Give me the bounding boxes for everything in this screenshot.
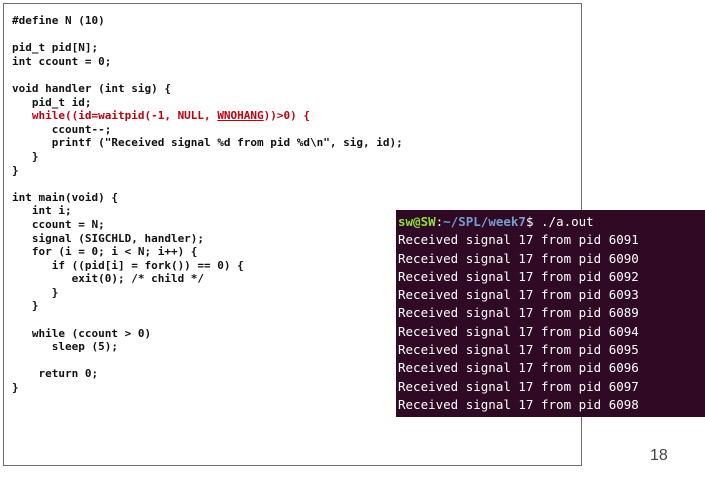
terminal-window: sw@SW:~/SPL/week7$ ./a.out Received sign… xyxy=(396,210,705,417)
code-line: signal (SIGCHLD, handler); xyxy=(12,231,205,245)
code-line: ccount--; xyxy=(12,122,112,136)
code-line: } xyxy=(12,381,19,395)
code-line: #define N (10) xyxy=(12,14,105,27)
prompt-separator: : xyxy=(435,214,444,229)
code-line: } xyxy=(12,163,19,177)
terminal-output-line: Received signal 17 from pid 6097 xyxy=(398,378,639,394)
code-line: sleep (5); xyxy=(12,340,118,354)
prompt-user: sw@SW xyxy=(398,214,436,229)
code-line: while (ccount > 0) xyxy=(12,326,152,340)
code-line: return 0; xyxy=(12,367,99,381)
code-line: } xyxy=(12,285,59,299)
code-highlight-before: while((id=waitpid(-1, NULL, xyxy=(12,109,218,123)
slide-number: 18 xyxy=(650,447,668,464)
terminal-output-line: Received signal 17 from pid 6096 xyxy=(398,360,639,376)
code-line: } xyxy=(12,149,39,163)
code-line: void handler (int sig) { xyxy=(12,81,171,95)
terminal-output-line: Received signal 17 from pid 6093 xyxy=(398,287,639,303)
code-line: for (i = 0; i < N; i++) { xyxy=(12,245,198,259)
code-line: exit(0); /* child */ xyxy=(12,272,205,286)
code-listing: #define N (10) pid_t pid[N];int ccount = … xyxy=(12,14,403,395)
terminal-output-line: Received signal 17 from pid 6090 xyxy=(398,250,639,266)
code-line xyxy=(12,354,403,368)
code-line: while((id=waitpid(-1, NULL, WNOHANG))>0)… xyxy=(12,109,403,123)
terminal-output-line: Received signal 17 from pid 6091 xyxy=(398,232,639,248)
code-line xyxy=(12,177,403,191)
code-line: int ccount = 0; xyxy=(12,54,112,68)
code-line: if ((pid[i] = fork()) == 0) { xyxy=(12,258,244,272)
code-line: int i; xyxy=(12,204,72,218)
code-line: pid_t pid[N]; xyxy=(12,41,99,55)
terminal-output-line: Received signal 17 from pid 6098 xyxy=(398,396,639,412)
code-line xyxy=(12,313,403,327)
code-line: ccount = N; xyxy=(12,217,105,231)
prompt-path: ~/SPL/week7 xyxy=(443,214,526,229)
code-line: int main(void) { xyxy=(12,190,118,204)
terminal-output-line: Received signal 17 from pid 6095 xyxy=(398,342,639,358)
code-line xyxy=(12,28,403,42)
prompt-symbol: $ xyxy=(525,214,542,229)
code-line: pid_t id; xyxy=(12,95,92,109)
prompt-command: ./a.out xyxy=(541,214,594,229)
code-highlight-flag: WNOHANG xyxy=(217,109,264,123)
terminal-output-line: Received signal 17 from pid 6094 xyxy=(398,323,639,339)
terminal-output-line: Received signal 17 from pid 6092 xyxy=(398,268,639,284)
terminal-output-line: Received signal 17 from pid 6089 xyxy=(398,305,639,321)
code-highlight-after: ))>0) { xyxy=(263,109,311,123)
code-line: } xyxy=(12,299,39,313)
code-line xyxy=(12,68,403,82)
terminal-prompt-line: sw@SW:~/SPL/week7$ ./a.out xyxy=(398,213,705,231)
code-line: printf ("Received signal %d from pid %d\… xyxy=(12,136,403,150)
